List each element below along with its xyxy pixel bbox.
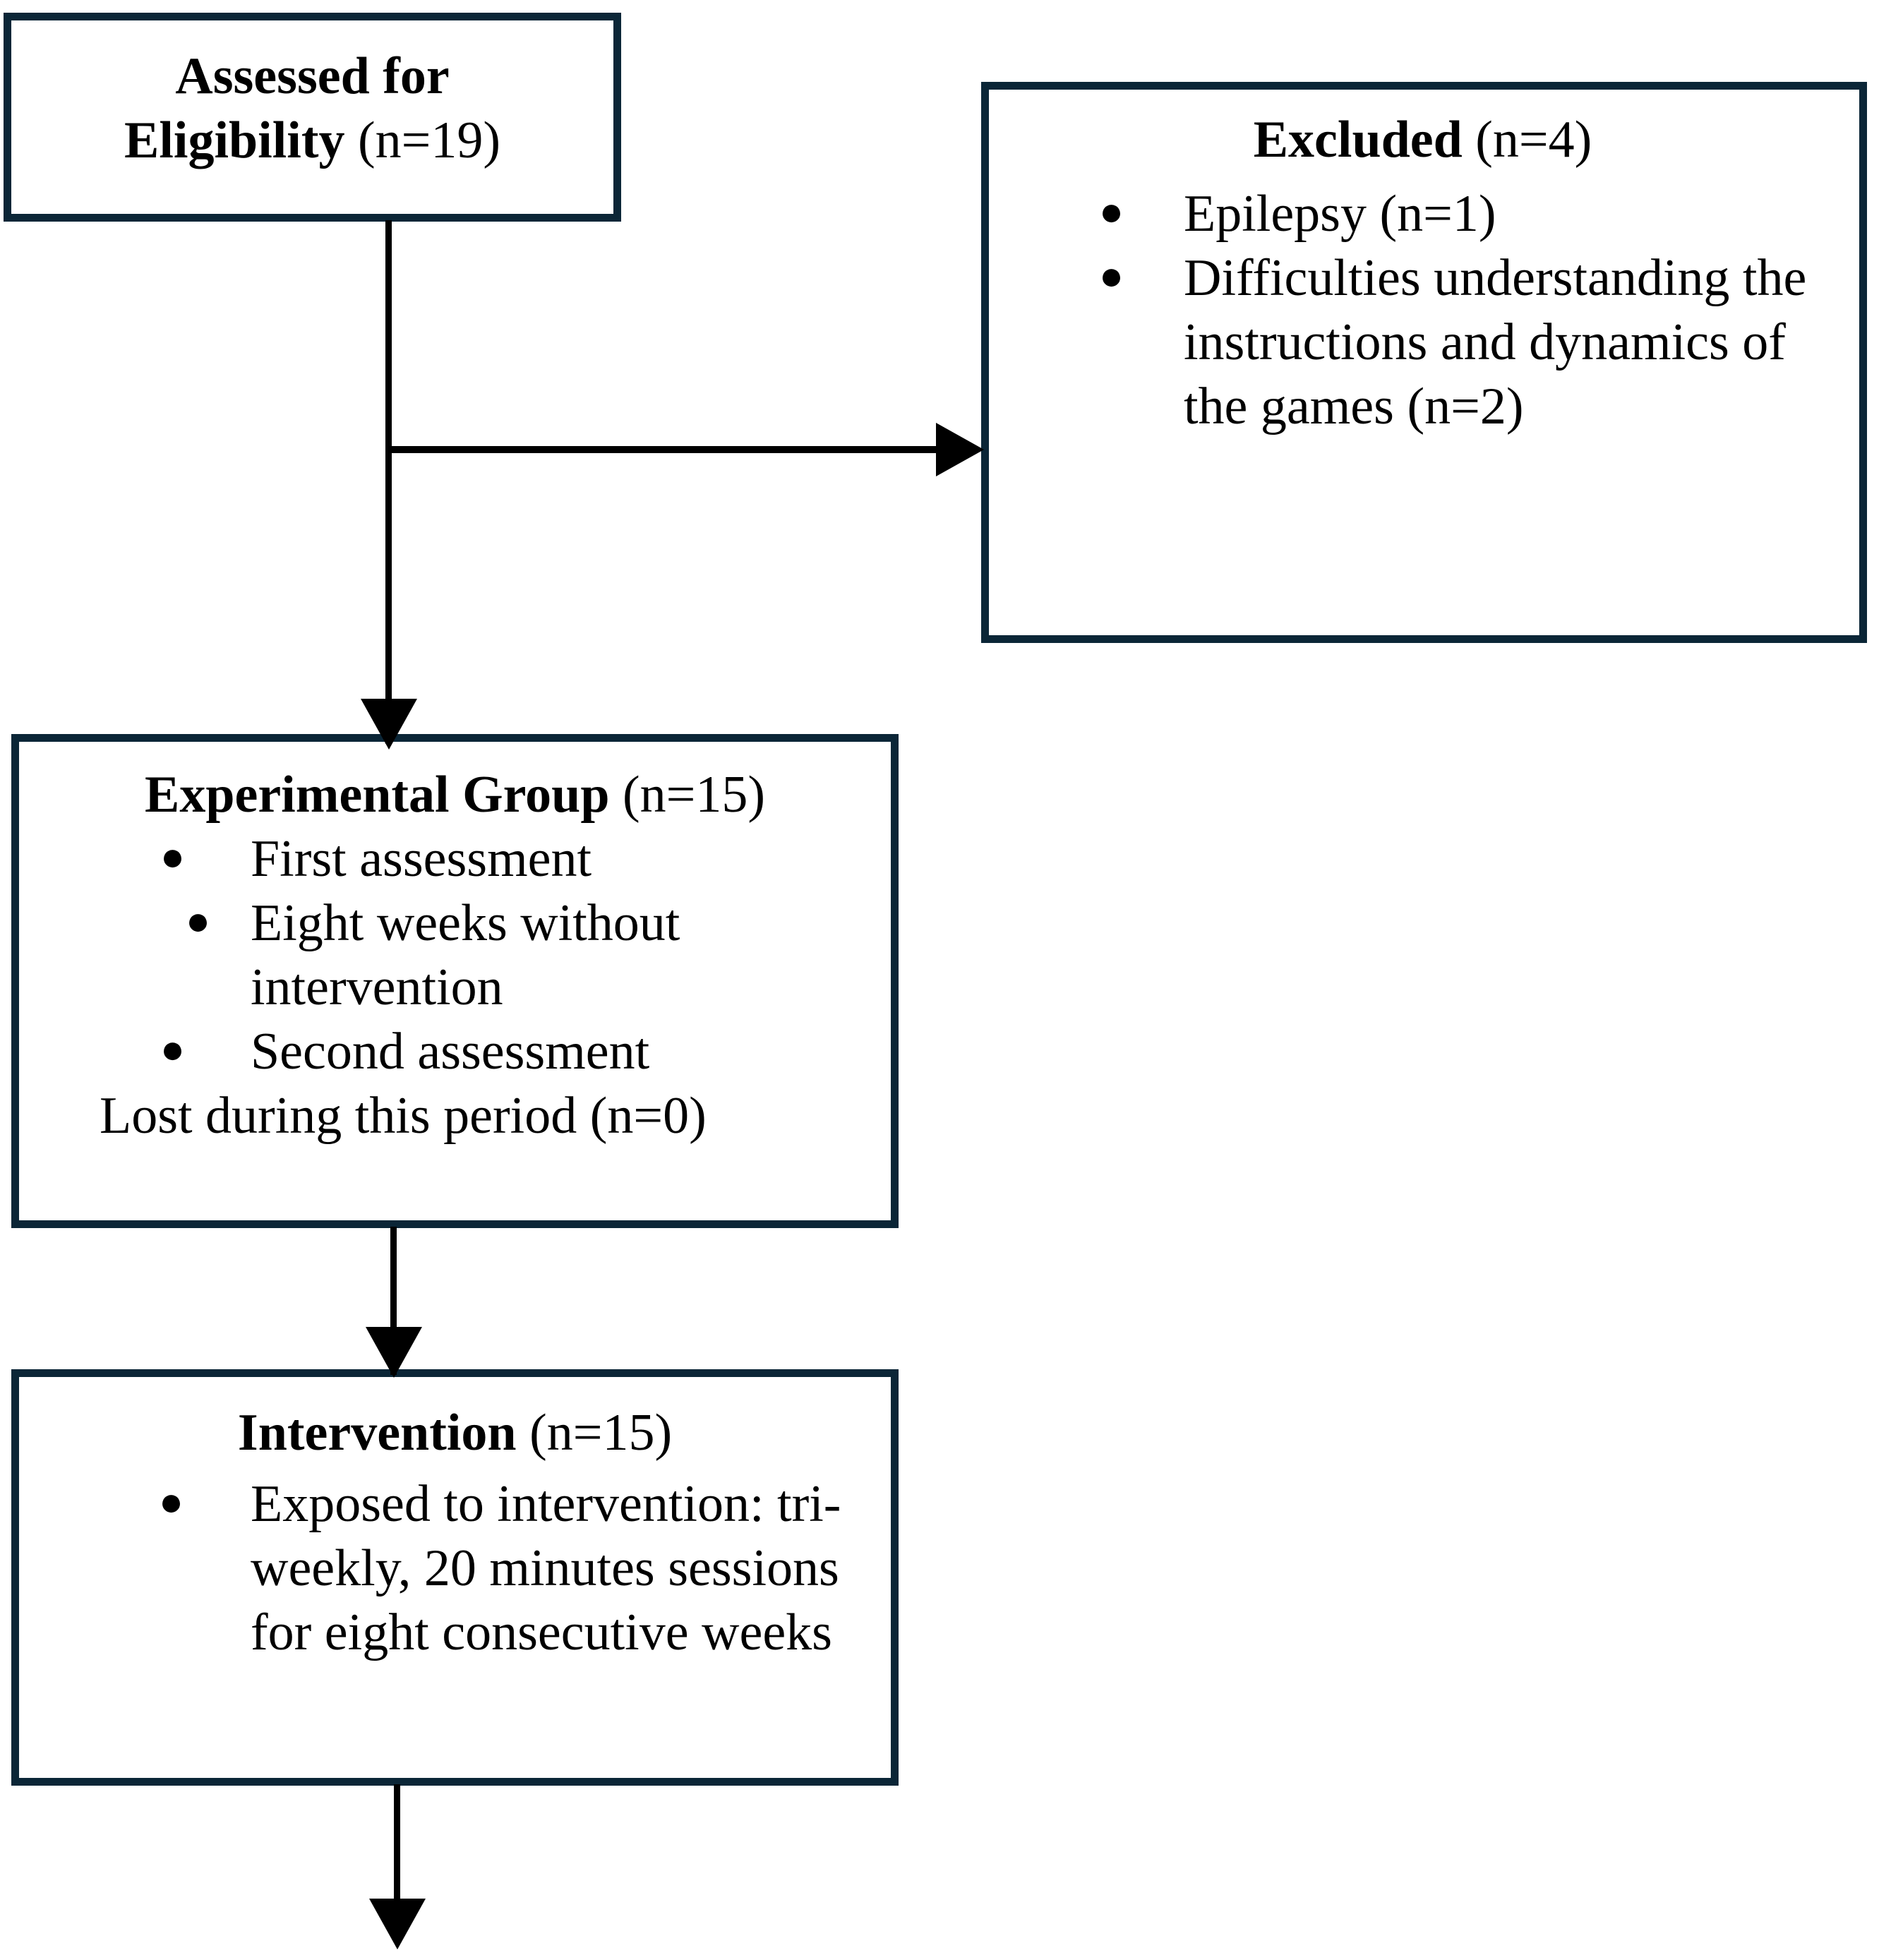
box-excluded-title-bold: Excluded: [1253, 111, 1463, 169]
box-intervention-count: (n=15): [516, 1404, 673, 1462]
bullet-point-icon: ●: [160, 834, 186, 880]
list-item: ● First assessment: [35, 827, 875, 891]
box-intervention-title-bold: Intervention: [237, 1404, 517, 1462]
box-experimental-group-count: (n=15): [609, 766, 765, 824]
box-assessed-for-eligibility-title-bold2: Eligibility: [124, 112, 345, 170]
box-intervention-bullet-1: Exposed to intervention: tri-weekly, 20 …: [251, 1475, 841, 1662]
box-experimental-group-content: Experimental Group (n=15) ● First assess…: [19, 742, 891, 1148]
box-experimental-group: Experimental Group (n=15) ● First assess…: [11, 734, 899, 1228]
box-intervention: Intervention (n=15) ● Exposed to interve…: [11, 1369, 899, 1786]
box-intervention-title: Intervention (n=15): [35, 1401, 875, 1465]
box-experimental-group-title-bold: Experimental Group: [144, 766, 610, 824]
box-assessed-for-eligibility: Assessed for Eligibility (n=19): [4, 13, 621, 222]
box-assessed-for-eligibility-count: (n=19): [344, 112, 501, 170]
box-experimental-group-bullet-2: Eight weeks without intervention: [251, 894, 680, 1017]
box-assessed-for-eligibility-content: Assessed for Eligibility (n=19): [11, 20, 613, 173]
bullet-point-icon: ●: [1099, 253, 1124, 299]
box-assessed-for-eligibility-title-line1: Assessed for: [32, 44, 592, 109]
box-excluded-bullet-2: Difficulties understanding the instructi…: [1184, 249, 1807, 436]
connector-eligibility-to-experimental-line: [385, 220, 392, 744]
box-excluded-content: Excluded (n=4) ● Epilepsy (n=1) ● Diffic…: [989, 90, 1859, 439]
list-item: ● Eight weeks without intervention: [35, 891, 875, 1020]
box-experimental-group-footer: Lost during this period (n=0): [100, 1087, 707, 1146]
list-item: ● Difficulties understanding the instruc…: [1009, 246, 1837, 439]
connector-intervention-to-next-line: [394, 1784, 400, 1925]
connector-experimental-to-intervention-arrowhead: [366, 1327, 422, 1378]
list-item: ● Second assessment: [35, 1020, 875, 1084]
box-excluded: Excluded (n=4) ● Epilepsy (n=1) ● Diffic…: [981, 82, 1867, 643]
connector-eligibility-to-excluded-line: [385, 446, 943, 453]
box-assessed-for-eligibility-title-bold: Assessed for: [175, 47, 450, 105]
box-excluded-bullet-1: Epilepsy (n=1): [1184, 185, 1496, 244]
box-experimental-group-bullet-1: First assessment: [251, 830, 592, 889]
connector-experimental-to-intervention-line: [390, 1227, 397, 1375]
connector-eligibility-to-experimental-arrowhead: [361, 699, 417, 750]
list-item: ● Epilepsy (n=1): [1009, 182, 1837, 246]
box-experimental-group-bullet-3: Second assessment: [251, 1023, 650, 1081]
box-assessed-for-eligibility-title-line2: Eligibility (n=19): [32, 109, 592, 173]
bullet-point-icon: ●: [186, 898, 211, 944]
list-item: ● Exposed to intervention: tri-weekly, 2…: [35, 1472, 875, 1665]
box-excluded-count: (n=4): [1462, 111, 1592, 169]
bullet-point-icon: ●: [159, 1479, 184, 1525]
connector-eligibility-to-excluded-arrowhead: [936, 423, 984, 476]
bullet-point-icon: ●: [1099, 188, 1124, 235]
box-experimental-group-title: Experimental Group (n=15): [35, 763, 875, 827]
connector-intervention-to-next-arrowhead: [369, 1899, 426, 1949]
bullet-point-icon: ●: [160, 1026, 186, 1073]
box-intervention-content: Intervention (n=15) ● Exposed to interve…: [19, 1377, 891, 1665]
box-excluded-title: Excluded (n=4): [1009, 108, 1837, 172]
